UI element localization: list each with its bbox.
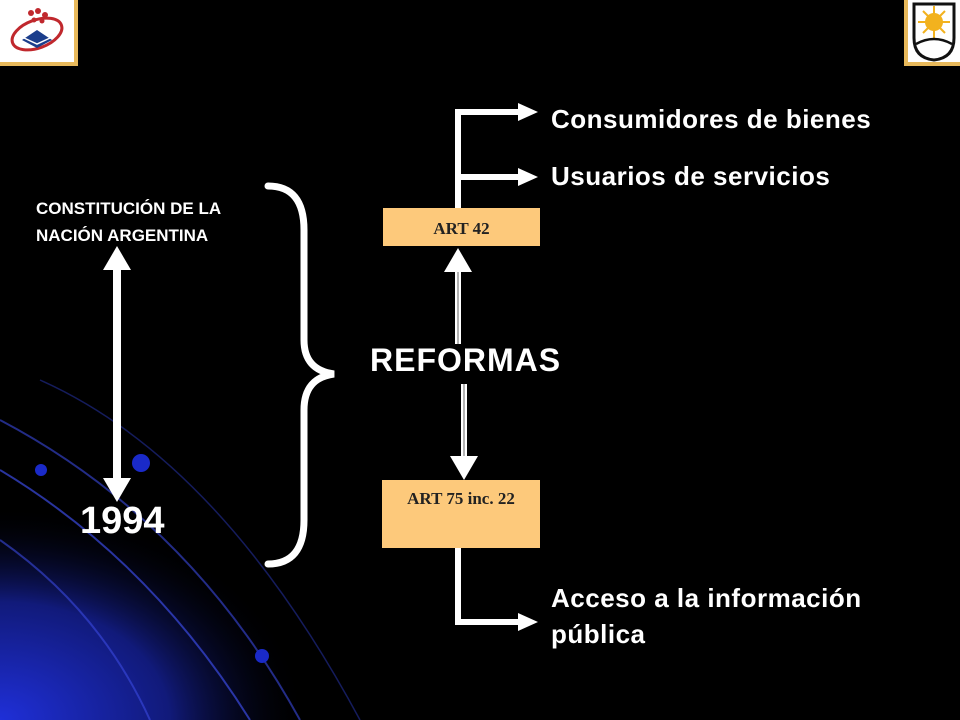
constitution-year-arrow <box>103 246 131 502</box>
constitution-label: CONSTITUCIÓN DE LA NACIÓN ARGENTINA <box>36 199 221 245</box>
art42-box: ART 42 <box>383 208 540 246</box>
sun-of-may-shield-icon <box>912 2 956 62</box>
emblem-logo <box>904 0 960 66</box>
access-label: Acceso a la información pública <box>551 583 862 649</box>
curly-brace <box>264 182 335 568</box>
users-label: Usuarios de servicios <box>551 161 831 191</box>
art75-label: ART 75 inc. 22 <box>407 489 515 508</box>
year-label: 1994 <box>80 500 165 542</box>
art75-branch-connector <box>455 548 538 631</box>
university-emblem-icon <box>10 8 64 52</box>
consumers-label: Consumidores de bienes <box>551 104 872 134</box>
art75-box: ART 75 inc. 22 <box>382 480 540 548</box>
reformas-to-art42-arrow <box>444 248 472 344</box>
art42-branch-connector <box>455 103 538 208</box>
art42-label: ART 42 <box>433 219 490 238</box>
reformas-to-art75-arrow <box>450 384 478 480</box>
university-logo <box>0 0 78 66</box>
reformas-label: REFORMAS <box>370 342 562 378</box>
